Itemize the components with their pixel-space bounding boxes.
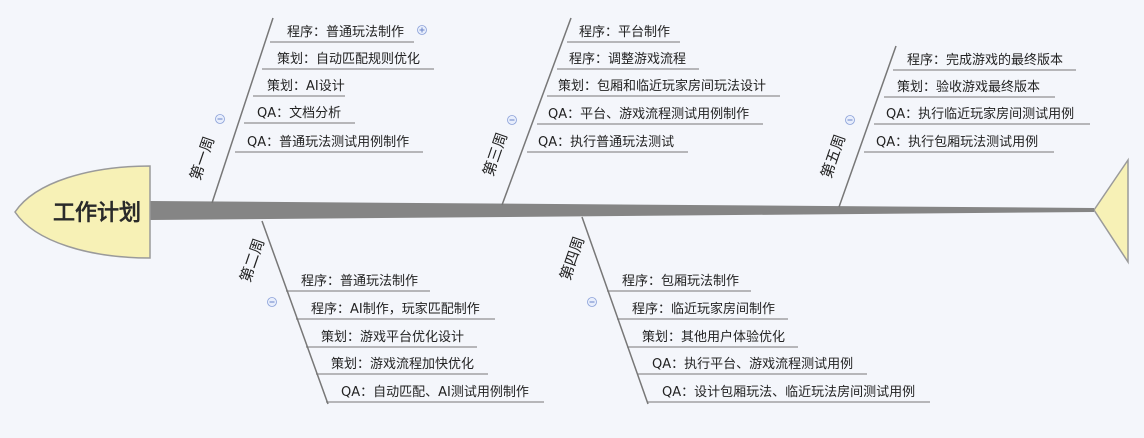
list-item[interactable]: QA：执行包厢玩法测试用例	[864, 135, 1054, 153]
list-item[interactable]: QA：普通玩法测试用例制作	[235, 135, 423, 153]
branch-label: 第四周	[556, 234, 588, 282]
list-item[interactable]: 策划：游戏平台优化设计	[306, 329, 477, 348]
bone-line	[581, 216, 649, 405]
list-item[interactable]: 策划：包厢和临近玩家房间玩法设计	[547, 78, 780, 97]
bone-line	[838, 45, 897, 208]
svg-text:策划：游戏平台优化设计: 策划：游戏平台优化设计	[321, 329, 464, 345]
svg-text:策划：AI设计: 策划：AI设计	[267, 78, 345, 94]
list-item[interactable]: 策划：其他用户体验优化	[627, 329, 798, 348]
diagram-title: 工作计划	[53, 201, 141, 226]
list-item[interactable]: QA：文档分析	[244, 106, 355, 124]
svg-text:QA：文档分析: QA：文档分析	[257, 106, 341, 121]
list-item[interactable]: 程序：平台制作	[567, 25, 680, 43]
svg-text:策划：包厢和临近玩家房间玩法设计: 策划：包厢和临近玩家房间玩法设计	[558, 78, 766, 94]
svg-text:策划：自动匹配规则优化: 策划：自动匹配规则优化	[277, 51, 420, 67]
branch-week-3[interactable]: 第三周 程序：平台制作 程序：调整游戏流程 策划：包厢和临近玩家房间玩法设计 Q…	[479, 17, 780, 206]
list-item[interactable]: 策划：游戏流程加快优化	[316, 356, 488, 375]
list-item[interactable]: 程序：完成游戏的最终版本	[893, 52, 1076, 71]
fish-tail	[1093, 157, 1129, 265]
svg-text:程序：AI制作，玩家匹配制作: 程序：AI制作，玩家匹配制作	[311, 301, 480, 317]
collapse-toggle[interactable]	[507, 115, 517, 125]
svg-text:QA：执行临近玩家房间测试用例: QA：执行临近玩家房间测试用例	[886, 106, 1074, 122]
svg-text:QA：执行包厢玩法测试用例: QA：执行包厢玩法测试用例	[876, 135, 1038, 150]
list-item[interactable]: QA：平台、游戏流程测试用例制作	[537, 107, 763, 125]
svg-text:QA：平台、游戏流程测试用例制作: QA：平台、游戏流程测试用例制作	[548, 107, 749, 122]
bone-line	[211, 17, 274, 204]
svg-text:程序：普通玩法制作: 程序：普通玩法制作	[301, 274, 418, 289]
svg-text:QA：普通玩法测试用例制作: QA：普通玩法测试用例制作	[247, 135, 409, 150]
list-item[interactable]: 策划：自动匹配规则优化	[262, 51, 434, 70]
svg-text:策划：游戏流程加快优化: 策划：游戏流程加快优化	[331, 356, 474, 372]
bone-line	[501, 17, 572, 206]
list-item[interactable]: QA：执行临近玩家房间测试用例	[874, 106, 1090, 125]
list-item[interactable]: 程序：普通玩法制作	[286, 274, 430, 292]
svg-text:策划：验收游戏最终版本: 策划：验收游戏最终版本	[897, 79, 1040, 95]
list-item[interactable]: 程序：AI制作，玩家匹配制作	[296, 301, 495, 320]
svg-text:QA：执行平台、游戏流程测试用例: QA：执行平台、游戏流程测试用例	[652, 357, 853, 372]
svg-text:QA：自动匹配、AI测试用例制作: QA：自动匹配、AI测试用例制作	[341, 385, 529, 400]
list-item[interactable]: 程序：包厢玩法制作	[607, 274, 751, 292]
list-item[interactable]: QA：设计包厢玩法、临近玩法房间测试用例	[647, 384, 930, 403]
list-item[interactable]: QA：执行平台、游戏流程测试用例	[637, 357, 867, 375]
branch-week-1[interactable]: 第一周 程序：普通玩法制作 策划：自动匹配规则优化 策划：AI设计 QA：文档分…	[186, 17, 434, 204]
branch-week-4[interactable]: 第四周 程序：包厢玩法制作 程序：临近玩家房间制作 策划：其他用户体验优化 QA…	[556, 216, 930, 405]
list-item[interactable]: 程序：普通玩法制作	[270, 25, 414, 43]
svg-text:策划：其他用户体验优化: 策划：其他用户体验优化	[642, 329, 785, 345]
list-item[interactable]: QA：执行普通玩法测试	[527, 135, 688, 153]
list-item[interactable]: 程序：临近玩家房间制作	[617, 301, 788, 320]
fish-head[interactable]	[14, 165, 151, 259]
expand-toggle[interactable]	[417, 25, 427, 35]
list-item[interactable]: QA：自动匹配、AI测试用例制作	[326, 385, 544, 403]
list-item[interactable]: 策划：AI设计	[253, 78, 345, 97]
branch-label: 第三周	[479, 130, 511, 178]
branch-label: 第二周	[236, 236, 268, 284]
branch-week-5[interactable]: 第五周 程序：完成游戏的最终版本 策划：验收游戏最终版本 QA：执行临近玩家房间…	[817, 45, 1090, 208]
collapse-toggle[interactable]	[845, 115, 855, 125]
collapse-toggle[interactable]	[215, 114, 225, 124]
svg-text:QA：设计包厢玩法、临近玩法房间测试用例: QA：设计包厢玩法、临近玩法房间测试用例	[662, 384, 915, 400]
list-item[interactable]: 策划：验收游戏最终版本	[884, 79, 1055, 98]
list-item[interactable]: 程序：调整游戏流程	[557, 52, 699, 70]
svg-text:程序：临近玩家房间制作: 程序：临近玩家房间制作	[632, 301, 775, 317]
svg-text:程序：平台制作: 程序：平台制作	[579, 25, 670, 40]
branch-label: 第五周	[817, 132, 849, 180]
collapse-toggle[interactable]	[587, 297, 597, 307]
svg-text:程序：完成游戏的最终版本: 程序：完成游戏的最终版本	[907, 52, 1063, 68]
branch-week-2[interactable]: 第二周 程序：普通玩法制作 程序：AI制作，玩家匹配制作 策划：游戏平台优化设计…	[236, 220, 544, 405]
svg-text:程序：包厢玩法制作: 程序：包厢玩法制作	[622, 274, 739, 289]
fish-spine	[150, 201, 1094, 220]
collapse-toggle[interactable]	[267, 297, 277, 307]
branch-label: 第一周	[186, 134, 218, 182]
svg-text:程序：调整游戏流程: 程序：调整游戏流程	[569, 52, 686, 67]
svg-text:程序：普通玩法制作: 程序：普通玩法制作	[287, 25, 404, 40]
svg-text:QA：执行普通玩法测试: QA：执行普通玩法测试	[538, 135, 674, 150]
